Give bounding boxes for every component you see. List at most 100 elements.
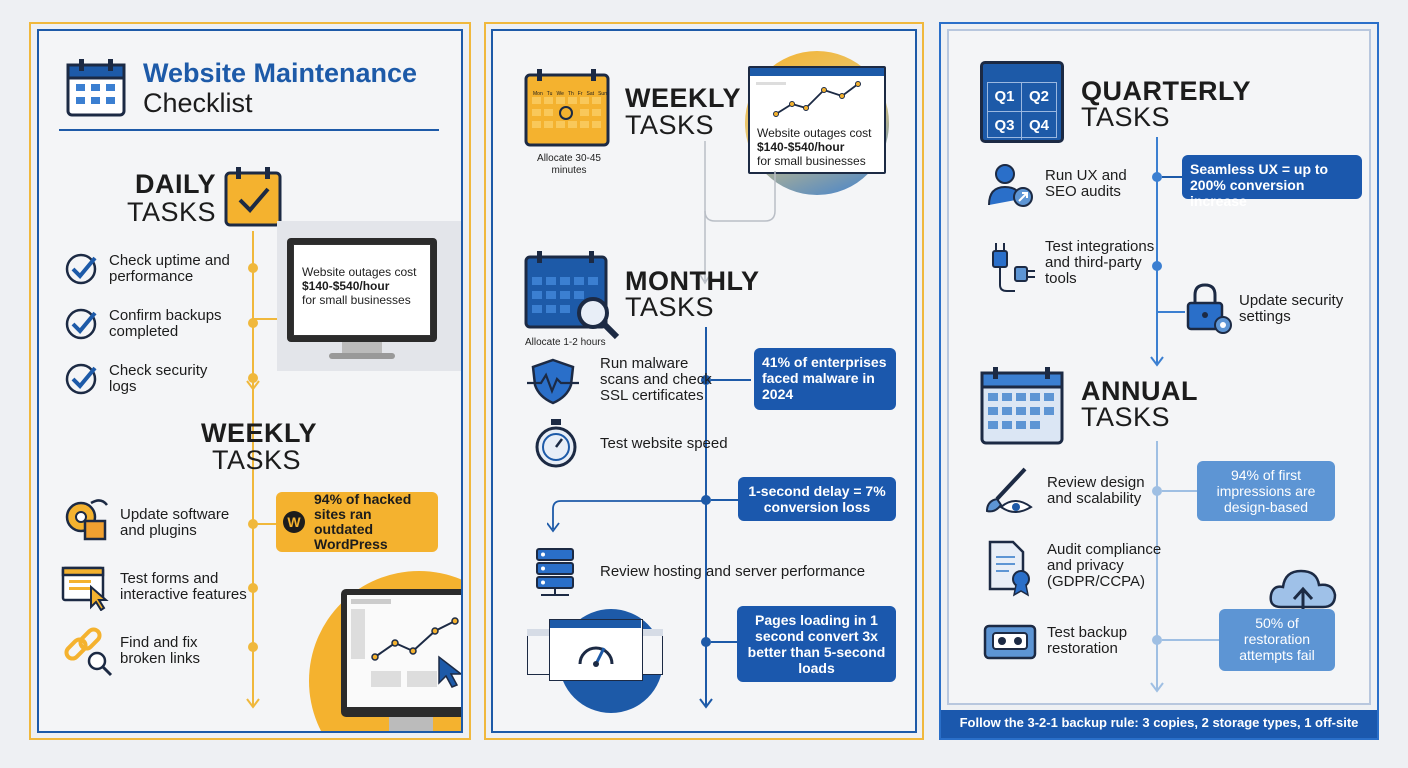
timeline-dot bbox=[701, 495, 711, 505]
panel-daily-weekly-inner: Website Maintenance Checklist DAILY TASK… bbox=[37, 29, 463, 733]
timeline-dot bbox=[1152, 635, 1162, 645]
outage-text-1: Website outages cost bbox=[757, 126, 872, 140]
loading-stat-text: Pages loading in 1 second convert 3x bet… bbox=[747, 612, 886, 676]
arrow-down-icon bbox=[246, 698, 260, 709]
timeline-line bbox=[1156, 441, 1158, 691]
quarter-q2: Q2 bbox=[1022, 83, 1056, 112]
monitor-text-3: for small businesses bbox=[302, 293, 411, 307]
quarterly-item-3: Update security settings bbox=[1239, 292, 1344, 325]
timeline-line bbox=[1156, 137, 1158, 363]
timeline-dot bbox=[1152, 261, 1162, 271]
annual-item-2: Audit compliance and privacy (GDPR/CCPA) bbox=[1047, 541, 1162, 590]
calendar-search-icon bbox=[524, 251, 620, 340]
daily-subheading: TASKS bbox=[127, 197, 217, 227]
line-graph-icon bbox=[371, 617, 459, 661]
annual-calendar-icon bbox=[980, 367, 1064, 445]
backup-rule-banner: Follow the 3-2-1 backup rule: 3 copies, … bbox=[941, 710, 1377, 738]
timeline-branch bbox=[1157, 311, 1185, 313]
monitor-screen: Website outages cost $140-$540/hour for … bbox=[293, 244, 431, 336]
screen-block bbox=[407, 671, 437, 687]
quarterly-item-1: Run UX and SEO audits bbox=[1045, 167, 1127, 200]
line-graph-icon bbox=[773, 81, 861, 117]
monitor-connector bbox=[253, 318, 287, 320]
weekly-stat-callout: 94% of hacked sites ran outdated WordPre… bbox=[276, 492, 438, 552]
daily-item-2: Confirm backups completed bbox=[109, 307, 222, 340]
monthly-item-2: Test website speed bbox=[600, 435, 728, 452]
cloud-upload-icon bbox=[1269, 569, 1337, 623]
day-label: Mon bbox=[533, 91, 543, 97]
weekly-mid-heading: WEEKLY bbox=[625, 83, 742, 113]
delay-stat-callout: 1-second delay = 7% conversion loss bbox=[738, 477, 896, 521]
daily-heading: DAILY bbox=[135, 169, 217, 199]
restore-stat-callout: 50% of restoration attempts fail bbox=[1219, 609, 1335, 671]
lock-gear-icon bbox=[1186, 283, 1232, 334]
connector-lines bbox=[698, 141, 776, 285]
quarter-q3: Q3 bbox=[988, 112, 1022, 140]
timeline-dot bbox=[248, 318, 258, 328]
timeline-dot bbox=[248, 263, 258, 273]
callout-connector bbox=[1162, 176, 1182, 178]
calendar-icon bbox=[66, 59, 126, 117]
check-circle-icon bbox=[65, 308, 97, 340]
arrow-down-icon bbox=[1150, 682, 1164, 693]
timeline-dot bbox=[248, 642, 258, 652]
monitor-analytics-stand bbox=[389, 717, 433, 731]
day-label: Th bbox=[567, 91, 574, 97]
timeline-dot bbox=[701, 637, 711, 647]
speedometer-icon bbox=[578, 646, 614, 667]
panel-daily-weekly bbox=[29, 22, 471, 740]
monthly-item-3: Review hosting and server performance bbox=[600, 563, 866, 580]
page-subtitle: Checklist bbox=[143, 88, 253, 118]
monitor-text-2: $140-$540/hour bbox=[302, 279, 390, 293]
backup-rule-text: Follow the 3-2-1 backup rule: 3 copies, … bbox=[959, 715, 1359, 730]
panel-weekly-monthly-inner: Mon Tu We Th Fr Sat Sun Allocate 30-45 m… bbox=[491, 29, 917, 733]
quarter-q4: Q4 bbox=[1028, 117, 1049, 134]
shield-pulse-icon bbox=[527, 358, 579, 405]
delay-stat-text: 1-second delay = 7% conversion loss bbox=[748, 483, 886, 515]
brush-eye-icon bbox=[985, 467, 1033, 513]
monitor-text-1: Website outages cost bbox=[302, 265, 417, 279]
monitor-analytics-screen bbox=[347, 595, 461, 707]
quarterly-heading: QUARTERLY bbox=[1081, 76, 1252, 106]
daily-item-1: Check uptime and performance bbox=[109, 252, 230, 285]
title-divider bbox=[59, 129, 439, 131]
page-title: Website Maintenance bbox=[143, 58, 418, 88]
monitor-analytics bbox=[341, 589, 461, 717]
monthly-subheading: TASKS bbox=[625, 292, 715, 322]
calendar-days: Mon Tu We Th Fr Sat Sun bbox=[533, 91, 607, 97]
server-icon bbox=[536, 548, 574, 596]
weekly-allocate: Allocate 30-45 minutes bbox=[537, 153, 601, 176]
malware-stat-callout: 41% of enterprises faced malware in 2024 bbox=[754, 348, 896, 410]
design-stat-text: 94% of first impressions are design-base… bbox=[1216, 467, 1316, 515]
day-label: Sun bbox=[598, 91, 607, 97]
weekly-item-1: Update software and plugins bbox=[120, 506, 230, 539]
outage-text-3: for small businesses bbox=[757, 154, 866, 168]
monitor-base bbox=[329, 353, 395, 359]
plug-icon bbox=[992, 243, 1035, 292]
weekly-item-2: Test forms and interactive features bbox=[120, 570, 247, 603]
weekly-heading: WEEKLY bbox=[201, 418, 318, 448]
callout-connector bbox=[1162, 639, 1222, 641]
quarterly-subheading: TASKS bbox=[1081, 102, 1171, 132]
browser-cursor-icon bbox=[61, 566, 109, 611]
wordpress-icon: W bbox=[283, 511, 305, 533]
tape-icon bbox=[983, 624, 1037, 660]
branch-arrow bbox=[547, 500, 705, 533]
monthly-item-1: Run malware scans and check SSL certific… bbox=[600, 355, 712, 404]
weekly-stat-text: 94% of hacked sites ran outdated WordPre… bbox=[314, 491, 412, 552]
gear-box-icon bbox=[65, 499, 108, 541]
timeline-dot bbox=[248, 583, 258, 593]
day-label: Sat bbox=[586, 91, 595, 97]
arrow-down-icon bbox=[1150, 356, 1164, 367]
design-stat-callout: 94% of first impressions are design-base… bbox=[1197, 461, 1335, 521]
screen-bar bbox=[351, 599, 391, 604]
outage-text-2: $140-$540/hour bbox=[757, 140, 845, 154]
weekly-item-3: Find and fix broken links bbox=[120, 634, 201, 667]
monitor-stand bbox=[342, 342, 382, 354]
timeline-dot bbox=[1152, 486, 1162, 496]
weekly-mid-subheading: TASKS bbox=[625, 110, 715, 140]
panel-quarterly-annual-inner: Q1 Q2 Q3 Q4 QUARTERLY TASKS Run UX and S… bbox=[947, 29, 1371, 705]
calendar-check-icon bbox=[224, 167, 282, 227]
annual-heading: ANNUAL bbox=[1081, 376, 1198, 406]
timeline-dot bbox=[1152, 172, 1162, 182]
